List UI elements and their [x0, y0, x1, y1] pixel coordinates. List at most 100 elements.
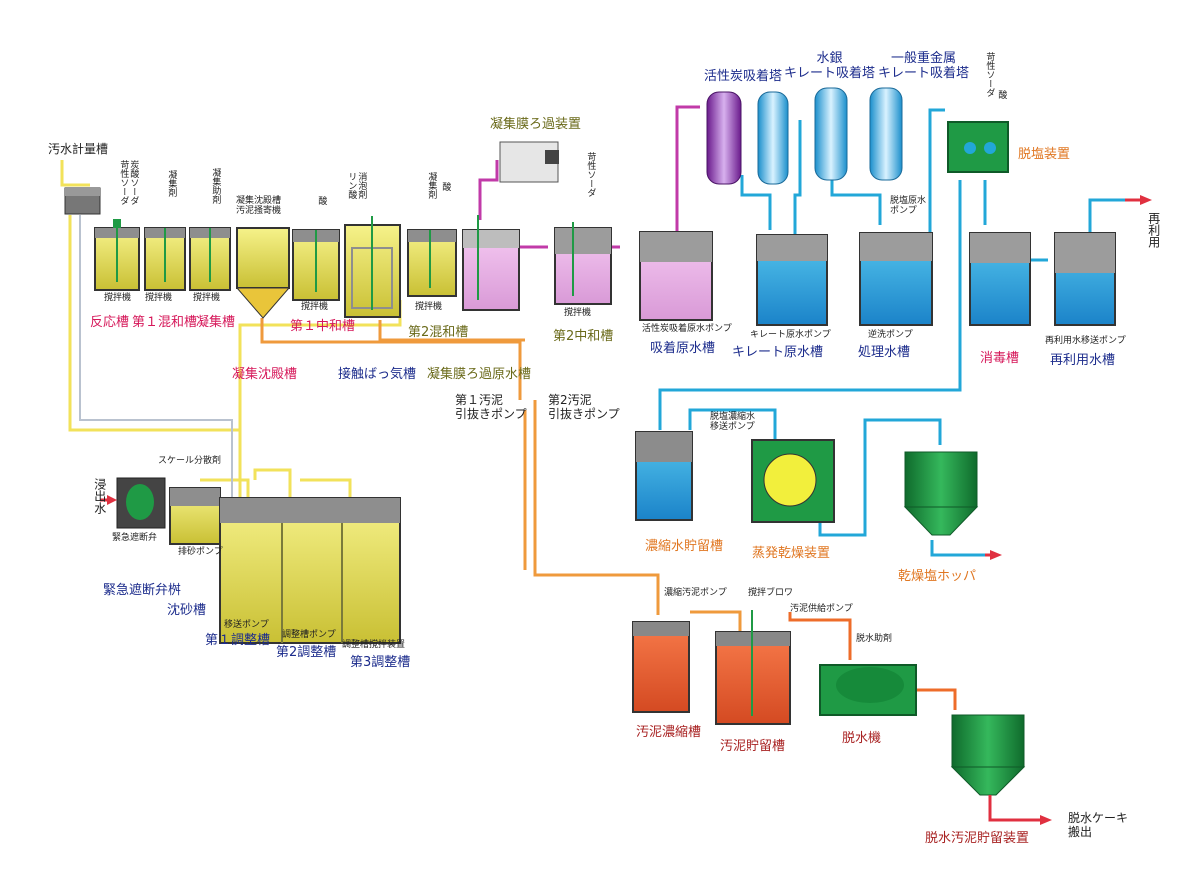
red-arrows	[107, 195, 1152, 825]
label-desalt: 脱塩装置	[1018, 147, 1071, 162]
label-sludge-store: 汚泥貯留槽	[720, 739, 786, 754]
label-blower: 撹拌ブロワ	[748, 588, 794, 598]
label-backwash-pump: 逆洗ポンプ	[868, 330, 913, 340]
label-conc-tank: 濃縮水貯留槽	[645, 539, 724, 554]
label-wastewater-meter: 汚水計量槽	[48, 142, 109, 156]
coag-tank	[189, 227, 231, 291]
label-reuse-tank: 再利用水槽	[1050, 353, 1116, 368]
label-dewater: 脱水機	[842, 731, 882, 746]
orange-pipes-2	[788, 612, 957, 710]
label-feed-pump: 汚泥供給ポンプ	[790, 604, 853, 614]
label-adsorb-raw: 吸着原水槽	[650, 341, 716, 356]
neutral1-tank	[292, 229, 340, 301]
dewater-unit	[819, 664, 917, 716]
membrane-device	[499, 141, 559, 183]
treated-tank	[859, 232, 933, 326]
label-ac-pump: 活性炭吸着原水ポンプ	[642, 324, 732, 334]
label-scale: スケール分散剤	[158, 456, 222, 466]
aeration-tank	[344, 216, 401, 318]
label-acid-2: 酸	[440, 182, 451, 191]
label-neutral2: 第2中和槽	[553, 329, 614, 344]
label-cake-out: 脱水ケーキ 搬出	[1068, 811, 1129, 839]
metal-tower	[869, 87, 903, 181]
label-stirrer-3: 撹拌機	[193, 293, 221, 303]
label-neutral1: 第１中和槽	[290, 319, 356, 334]
label-adj2: 第2調整槽	[276, 645, 337, 660]
label-adj-pump: 調整槽ポンプ	[282, 630, 336, 640]
membrane-raw-tank	[462, 215, 520, 311]
label-sed-scraper: 凝集沈殿槽 汚泥掻寄機	[236, 196, 282, 217]
label-evap: 蒸発乾燥装置	[752, 546, 831, 561]
label-desalt-pump: 脱塩原水 ポンプ	[890, 196, 927, 217]
label-acid-1: 酸	[316, 196, 327, 205]
label-reuse-out: 再利用	[1146, 212, 1161, 248]
label-grit-pump: 排砂ポンプ	[178, 547, 223, 557]
orange-pipes	[260, 318, 742, 632]
label-adj1: 第１調整槽	[205, 633, 271, 648]
label-thick-pump: 濃縮汚泥ポンプ	[664, 588, 727, 598]
label-ac-tower: 活性炭吸着塔	[704, 69, 783, 84]
label-chelate-raw: キレート原水槽	[732, 345, 824, 360]
label-hg-tower: 水銀 キレート吸着塔	[784, 51, 876, 81]
label-aeration: 接触ばっ気槽	[338, 367, 417, 382]
chelate-raw-tank	[756, 234, 828, 326]
neutral2-tank	[554, 222, 612, 305]
salt-hopper	[903, 451, 979, 536]
label-brine-pump: 脱塩濃縮水 移送ポンプ	[710, 412, 756, 433]
label-adj3: 第3調整槽	[350, 655, 411, 670]
label-caustic-3: 苛性ソーダ	[984, 52, 995, 97]
label-transfer-pump: 移送ポンプ	[224, 620, 269, 630]
sed-tank	[235, 227, 291, 319]
emergency-pit	[116, 477, 166, 529]
label-sludge-hopper: 脱水汚泥貯留装置	[925, 831, 1030, 846]
hg-tower	[814, 87, 848, 181]
label-stirrer-1: 撹拌機	[104, 293, 132, 303]
gray-pipe	[79, 215, 233, 500]
label-defoam: 消泡剤	[356, 172, 367, 199]
label-inflow: 浸出水	[92, 478, 107, 514]
label-dewater-aid: 脱水助剤	[856, 634, 893, 644]
adsorb-raw-tank	[639, 231, 713, 321]
reuse-tank	[1054, 232, 1116, 326]
label-coag: 凝集槽	[196, 315, 236, 330]
desalt-unit	[947, 121, 1009, 173]
label-sludge-pump2: 第2汚泥 引抜きポンプ	[548, 393, 620, 421]
label-coag-agent-2: 凝集剤	[426, 172, 437, 199]
label-coag-agent-1: 凝集剤	[166, 170, 177, 197]
label-acid-3: 酸	[996, 90, 1007, 99]
label-phos: リン酸	[346, 172, 357, 199]
label-stirrer-5: 撹拌機	[415, 302, 443, 312]
label-caustic-1: 苛性ソーダ	[118, 160, 129, 205]
conc-tank	[635, 431, 693, 521]
label-mix1: 第１混和槽	[132, 315, 198, 330]
grit-tank	[169, 487, 221, 545]
label-carbonate: 炭酸ソーダ	[128, 160, 139, 205]
label-mix2: 第2混和槽	[408, 325, 469, 340]
label-treated: 処理水槽	[858, 345, 911, 360]
label-emergency: 緊急遮断弁桝	[103, 583, 182, 598]
label-sed: 凝集沈殿槽	[232, 367, 298, 382]
label-e-valve: 緊急遮断弁	[112, 533, 158, 543]
label-sludge-pump1: 第１汚泥 引抜きポンプ	[455, 393, 527, 421]
ac-tower-2	[757, 91, 789, 185]
label-reuse-pump: 再利用水移送ポンプ	[1045, 336, 1126, 346]
label-sludge-thick: 汚泥濃縮槽	[636, 725, 702, 740]
label-metal-tower: 一般重金属 キレート吸着塔	[878, 51, 970, 81]
label-chelate-pump: キレート原水ポンプ	[750, 330, 831, 340]
label-membrane-device: 凝集膜ろ過装置	[490, 117, 582, 132]
label-coag-aid: 凝集助剤	[210, 168, 221, 204]
label-membrane-raw: 凝集膜ろ過原水槽	[427, 367, 532, 382]
label-stirrer-6: 撹拌機	[564, 308, 592, 318]
mix1-tank	[144, 227, 186, 291]
label-disinfect: 消毒槽	[980, 351, 1020, 366]
ac-tower	[706, 91, 742, 185]
sludge-hopper	[950, 714, 1026, 796]
wastewater-meter-tank	[64, 187, 101, 215]
sludge-store-tank	[715, 610, 791, 725]
mix2-tank	[407, 229, 457, 297]
label-stirrer-4: 撹拌機	[301, 302, 329, 312]
label-stirrer-2: 撹拌機	[145, 293, 173, 303]
label-reaction: 反応槽	[90, 315, 130, 330]
evap-unit	[751, 439, 835, 523]
